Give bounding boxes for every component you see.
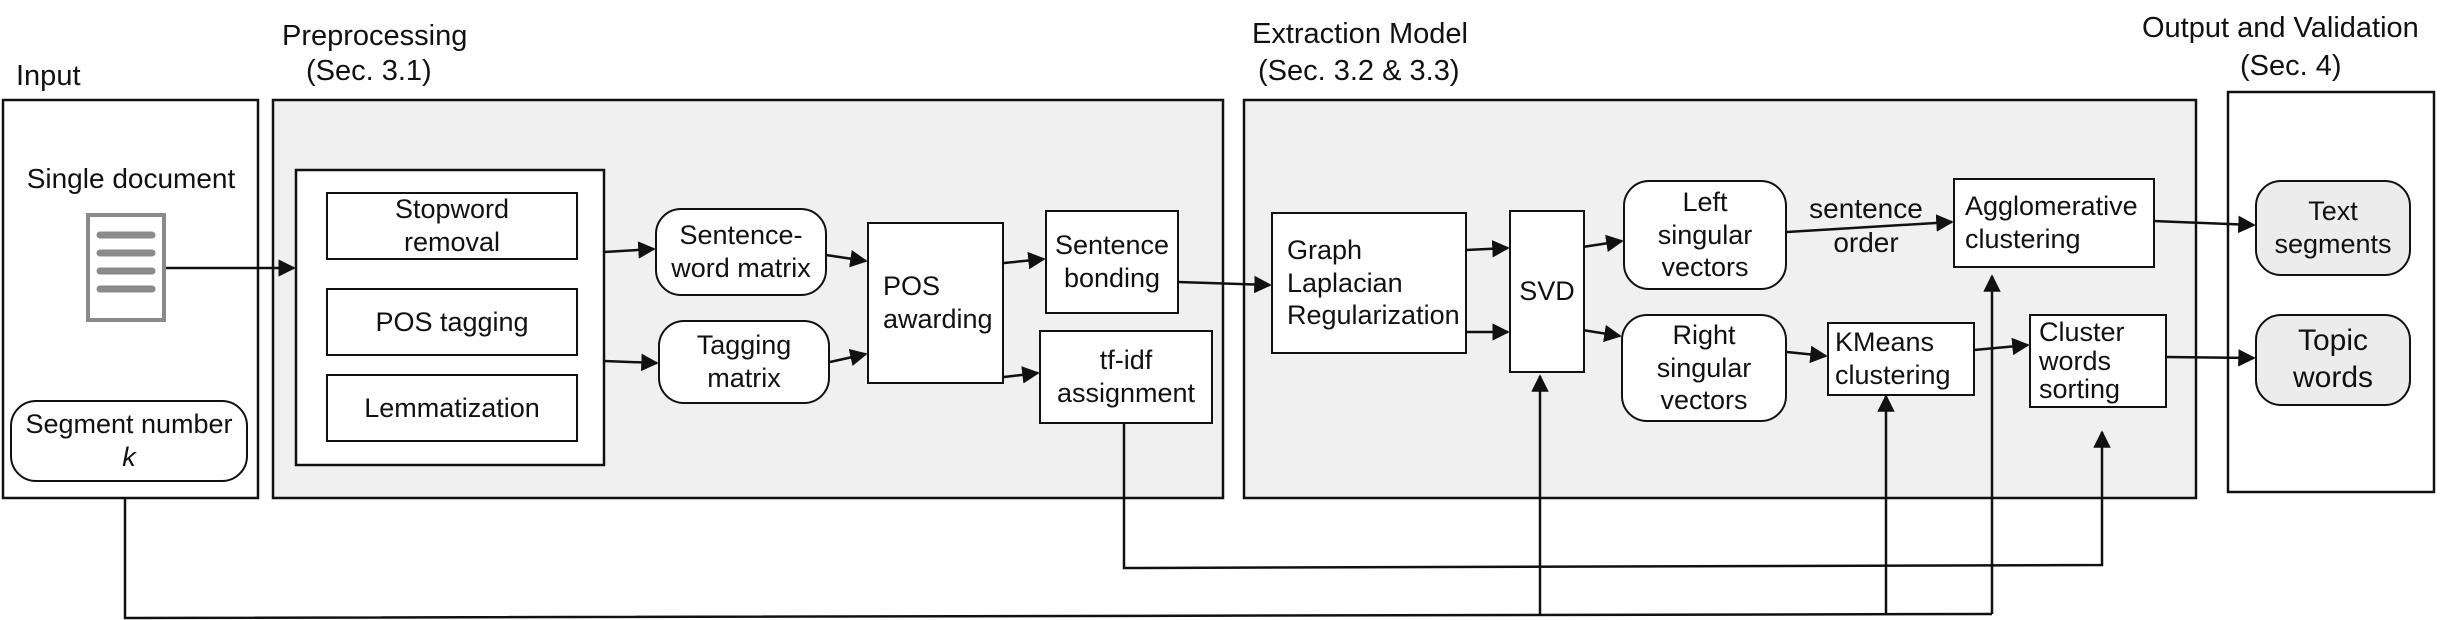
single-document-label: Single document	[26, 163, 236, 194]
document-icon	[86, 213, 166, 322]
line-k-to-bottom	[123, 497, 1993, 620]
arrow-right-to-kmeans	[1786, 345, 1828, 364]
arrow-tagging-to-pos	[829, 348, 868, 366]
pos-awarding-node: POS awarding	[867, 222, 1004, 384]
arrow-kmeans-to-sorting	[1973, 337, 2030, 356]
arrow-group-to-sentence-word	[603, 241, 656, 259]
tfidf-assignment-node: tf-idf assignment	[1039, 330, 1213, 424]
arrow-laplacian-to-svd-top	[1465, 240, 1510, 258]
segment-k-label: k	[122, 442, 136, 472]
arrow-agglomerative-to-segments	[2153, 215, 2256, 234]
extraction-section-title: Extraction Model	[1252, 18, 1468, 50]
sentence-word-matrix-node: Sentence- word matrix	[655, 208, 827, 296]
right-singular-vectors-node: Right singular vectors	[1621, 314, 1787, 422]
cluster-words-sorting-node: Cluster words sorting	[2029, 314, 2167, 408]
arrow-pos-to-bonding	[1003, 251, 1046, 270]
kmeans-clustering-node: KMeans clustering	[1827, 322, 1975, 396]
stopword-removal-node: Stopword removal	[326, 192, 578, 260]
graph-laplacian-node: Graph Laplacian Regularization	[1271, 212, 1467, 354]
tagging-matrix-node: Tagging matrix	[658, 320, 830, 404]
output-panel	[2226, 90, 2436, 494]
preprocessing-section-title: Preprocessing	[282, 20, 468, 52]
pos-tagging-node: POS tagging	[326, 288, 578, 356]
lemmatization-node: Lemmatization	[326, 374, 578, 442]
text-segments-node: Text segments	[2255, 180, 2411, 276]
arrow-left-to-agglomerative	[1786, 214, 1954, 234]
output-section-ref: (Sec. 4)	[2240, 50, 2342, 82]
extraction-section-ref: (Sec. 3.2 & 3.3)	[1258, 55, 1460, 87]
arrow-sorting-to-topic	[2165, 349, 2256, 367]
agglomerative-clustering-node: Agglomerative clustering	[1953, 178, 2155, 268]
left-singular-vectors-node: Left singular vectors	[1623, 180, 1787, 290]
output-section-title: Output and Validation	[2142, 12, 2419, 44]
arrow-pos-to-tfidf	[1003, 366, 1040, 384]
arrow-sentence-word-to-pos	[825, 250, 868, 268]
input-section-title: Input	[16, 60, 81, 92]
arrow-group-to-tagging	[603, 353, 659, 372]
arrow-tfidf-to-sorting	[1122, 424, 2111, 570]
segment-number-label: Segment number	[25, 409, 233, 440]
segment-number-node: Segment number k	[10, 400, 248, 482]
topic-words-node: Topic words	[2255, 314, 2411, 406]
preprocessing-section-ref: (Sec. 3.1)	[306, 55, 432, 87]
sentence-bonding-node: Sentence bonding	[1045, 210, 1179, 314]
arrow-bonding-to-laplacian	[1177, 275, 1272, 294]
sentence-order-label: sentence order	[1809, 193, 1923, 258]
svd-node: SVD	[1509, 210, 1585, 373]
